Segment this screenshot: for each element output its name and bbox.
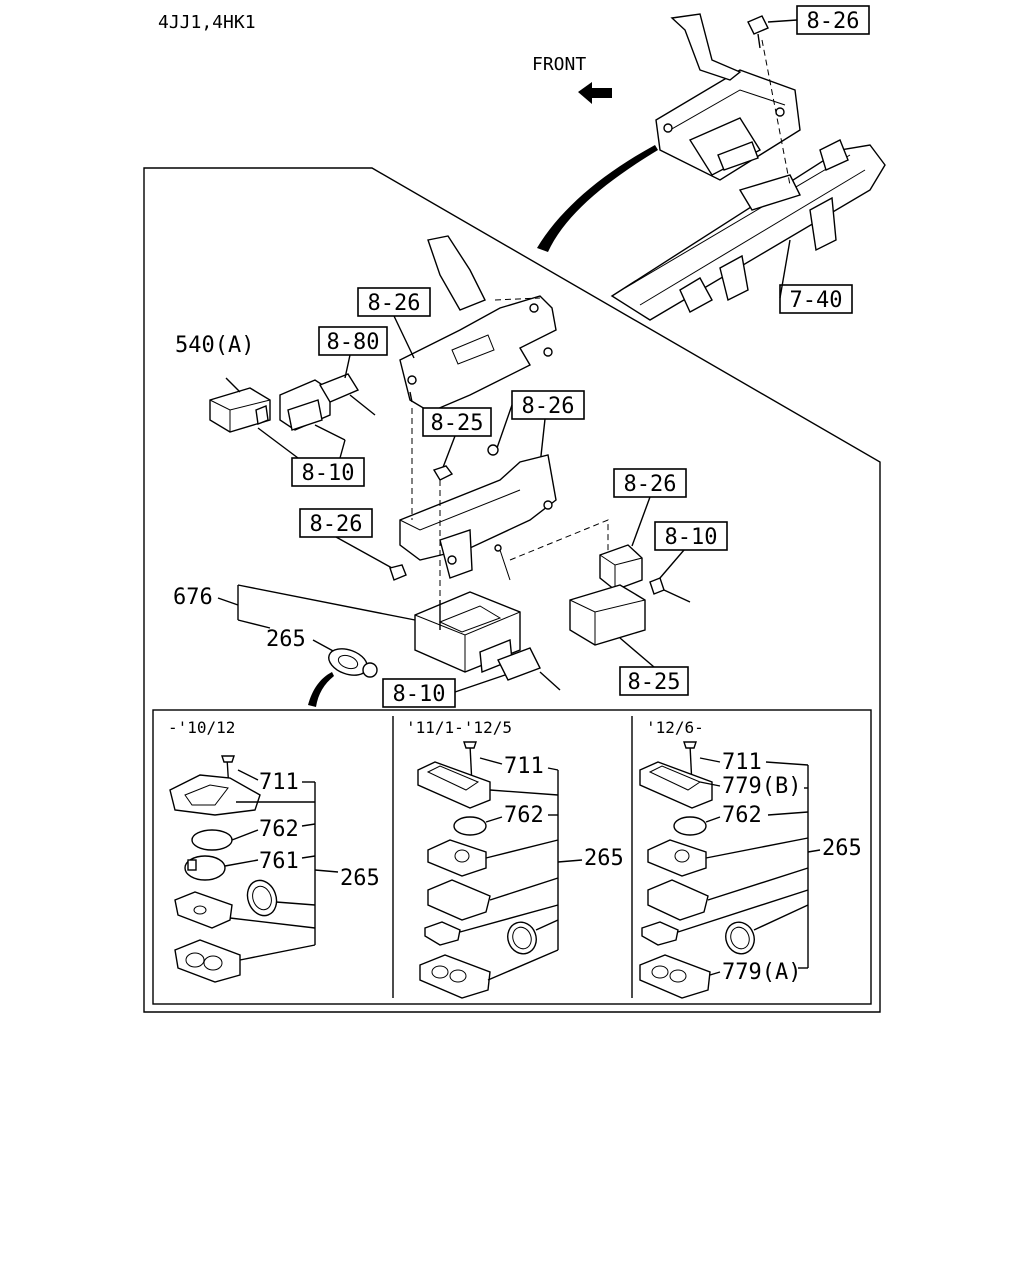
front-arrow-icon [578, 82, 612, 104]
callout-8-25-mid: 8-25 [422, 407, 499, 481]
callout-8-10-left: 8-10 [257, 427, 365, 487]
variant-3-assembly-label: 265 [822, 836, 862, 861]
svg-text:676: 676 [173, 585, 213, 610]
variant-3-period: '12/6- [646, 718, 704, 737]
svg-text:8-26: 8-26 [368, 291, 421, 316]
variant-2-cell-label: 762 [504, 803, 544, 828]
variant-3: '12/6- 711 779(B) 762 265 779(A) [639, 718, 862, 999]
control-module-8-25: 8-25 [569, 584, 689, 696]
variant-1-holder-label: 761 [259, 849, 299, 874]
callout-8-26-bracket: 8-26 [357, 287, 431, 359]
variant-3-screw-label: 711 [722, 750, 762, 775]
svg-text:8-10: 8-10 [393, 682, 446, 707]
variant-2-assembly-label: 265 [584, 846, 624, 871]
engine-codes: 4JJ1,4HK1 [158, 12, 256, 33]
callout-8-26-nut: 8-26 [299, 508, 407, 581]
buzzer-unit-540a: 540(A) [175, 333, 271, 433]
svg-text:8-10: 8-10 [302, 461, 355, 486]
svg-text:7-40: 7-40 [790, 288, 843, 313]
svg-text:8-26: 8-26 [310, 512, 363, 537]
variant-1-assembly-label: 265 [340, 866, 380, 891]
connector-8-80: 8-80 [279, 326, 388, 441]
cross-member-assembly [610, 13, 886, 321]
variant-3-upper-case-label: 779(B) [722, 774, 801, 799]
svg-text:8-25: 8-25 [628, 670, 681, 695]
callout-8-26-right-bracket: 8-26 [496, 390, 585, 466]
variant-3-lower-case-label: 779(A) [722, 960, 801, 985]
svg-text:8-25: 8-25 [431, 411, 484, 436]
variant-1-period: -'10/12 [168, 718, 235, 737]
mounting-bracket-upper [399, 235, 557, 413]
key-fob-265: 265 [266, 627, 378, 707]
svg-text:8-26: 8-26 [624, 472, 677, 497]
svg-text:8-26: 8-26 [522, 394, 575, 419]
detail-frame [143, 167, 881, 1013]
mounting-bracket-lower [399, 408, 609, 600]
variant-1-screw-label: 711 [259, 770, 299, 795]
callout-7-40: 7-40 [779, 239, 853, 314]
front-label: FRONT [532, 54, 586, 75]
variant-2-period: '11/1-'12/5 [406, 718, 512, 737]
relay-unit: 8-26 [599, 468, 687, 591]
svg-text:8-26: 8-26 [807, 9, 860, 34]
variant-1-cell-label: 762 [259, 817, 299, 842]
svg-text:8-80: 8-80 [327, 330, 380, 355]
variant-2-screw-label: 711 [504, 754, 544, 779]
svg-text:540(A): 540(A) [175, 333, 254, 358]
callout-8-10-bottom: 8-10 [382, 647, 561, 708]
detail-pointer-arrow [537, 145, 658, 252]
svg-text:8-10: 8-10 [665, 525, 718, 550]
svg-text:265: 265 [266, 627, 306, 652]
callout-8-26-top: 8-26 [767, 5, 870, 35]
variant-1: -'10/12 711 762 761 265 [168, 718, 380, 983]
immobilizer-unit-676: 676 [173, 584, 521, 673]
connector-8-10-relay: 8-10 [649, 521, 728, 603]
variants-frame [152, 709, 872, 1005]
variant-3-cell-label: 762 [722, 803, 762, 828]
variant-2: '11/1-'12/5 711 762 265 [406, 718, 624, 999]
